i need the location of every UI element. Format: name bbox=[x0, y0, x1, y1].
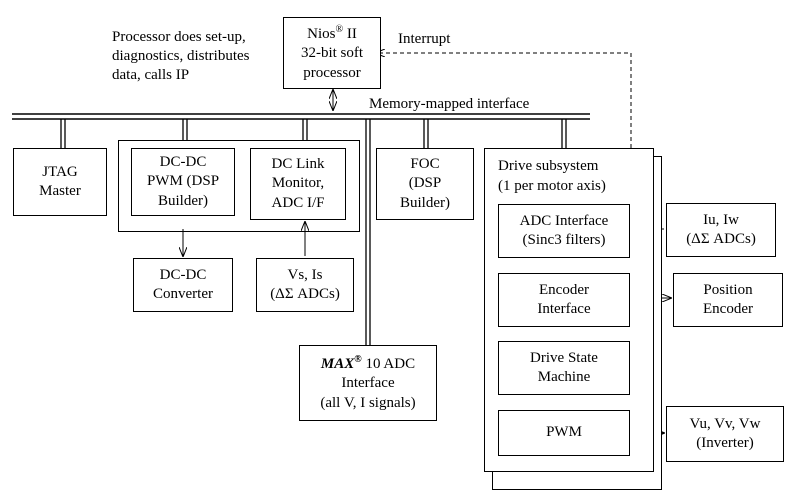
processor-note: Processor does set-up, diagnostics, dist… bbox=[112, 28, 250, 84]
max10-title: MAX® 10 ADC bbox=[320, 353, 416, 372]
inverter-line: Vu, Vv, Vw bbox=[689, 415, 761, 432]
inverter-block: Vu, Vv, Vw (Inverter) bbox=[666, 406, 784, 462]
jtag-master: JTAG Master bbox=[13, 148, 107, 216]
converter-line: DC-DC bbox=[159, 266, 207, 283]
processor-note-line: Processor does set-up, bbox=[112, 29, 246, 45]
pwm-line: PWM bbox=[546, 424, 582, 441]
dcdc-pwm-line: Builder) bbox=[158, 192, 208, 209]
max10-line: Interface bbox=[341, 375, 395, 392]
max10-adc-interface: MAX® 10 ADC Interface (all V, I signals) bbox=[299, 345, 437, 421]
adc-interface-line: (Sinc3 filters) bbox=[522, 232, 606, 248]
bus-taps bbox=[60, 119, 567, 345]
processor-note-line: diagnostics, distributes bbox=[112, 47, 250, 64]
vsis-line: (ΔΣ ADCs) bbox=[270, 286, 340, 302]
position-encoder-line: Encoder bbox=[703, 301, 753, 317]
drive-subsystem-title: Drive subsystem (1 per motor axis) bbox=[498, 157, 606, 196]
nios-title: Nios® II bbox=[307, 23, 357, 42]
adc-interface-line: ADC Interface bbox=[519, 212, 609, 229]
drive-title-line: (1 per motor axis) bbox=[498, 177, 606, 194]
dc-dc-converter: DC-DC Converter bbox=[133, 258, 233, 312]
foc-line: Builder) bbox=[400, 194, 450, 211]
jtag-line: Master bbox=[39, 183, 81, 199]
encoder-interface: Encoder Interface bbox=[498, 273, 630, 327]
dc-link-line: DC Link bbox=[271, 155, 325, 172]
dc-dc-pwm: DC-DC PWM (DSP Builder) bbox=[131, 148, 235, 216]
foc-block: FOC (DSP Builder) bbox=[376, 148, 474, 220]
drive-state-line: Drive State bbox=[530, 349, 598, 366]
foc-line: FOC bbox=[410, 155, 440, 172]
dc-link-line: Monitor, bbox=[271, 175, 325, 192]
dc-link-monitor: DC Link Monitor, ADC I/F bbox=[250, 148, 346, 220]
position-encoder: Position Encoder bbox=[673, 273, 783, 327]
nios-line: processor bbox=[303, 64, 361, 81]
max10-line: (all V, I signals) bbox=[320, 394, 416, 411]
iuiw-line: Iu, Iw bbox=[703, 211, 739, 228]
converter-line: Converter bbox=[153, 286, 213, 302]
interrupt-label: Interrupt bbox=[398, 31, 451, 47]
pwm-block: PWM bbox=[498, 410, 630, 456]
drive-title-line: Drive subsystem bbox=[498, 158, 599, 174]
vs-is-adcs: Vs, Is (ΔΣ ADCs) bbox=[256, 258, 354, 312]
position-encoder-line: Position bbox=[703, 281, 753, 298]
nios-line: 32-bit soft bbox=[300, 45, 364, 62]
encoder-interface-line: Encoder bbox=[539, 281, 589, 298]
inverter-line: (Inverter) bbox=[696, 435, 754, 451]
dcdc-pwm-line: DC-DC bbox=[159, 153, 207, 170]
interrupt-line bbox=[376, 53, 632, 148]
iu-iw-adcs: Iu, Iw (ΔΣ ADCs) bbox=[666, 203, 776, 257]
foc-line: (DSP bbox=[408, 175, 442, 192]
drive-state-machine: Drive State Machine bbox=[498, 341, 630, 395]
processor-note-line: data, calls IP bbox=[112, 66, 190, 83]
dc-group-frame bbox=[118, 140, 360, 232]
dc-link-line: ADC I/F bbox=[271, 194, 325, 211]
vsis-line: Vs, Is bbox=[287, 266, 323, 283]
dcdc-pwm-line: PWM (DSP bbox=[146, 173, 220, 190]
memory-mapped-bus bbox=[12, 113, 590, 120]
bus-label: Memory-mapped interface bbox=[369, 96, 530, 112]
encoder-interface-line: Interface bbox=[537, 301, 591, 317]
nios-ii-processor: Nios® II 32-bit soft processor bbox=[283, 17, 381, 89]
drive-state-line: Machine bbox=[537, 369, 591, 385]
jtag-line: JTAG bbox=[42, 163, 78, 180]
iuiw-line: (ΔΣ ADCs) bbox=[686, 231, 756, 247]
adc-interface: ADC Interface (Sinc3 filters) bbox=[498, 204, 630, 258]
